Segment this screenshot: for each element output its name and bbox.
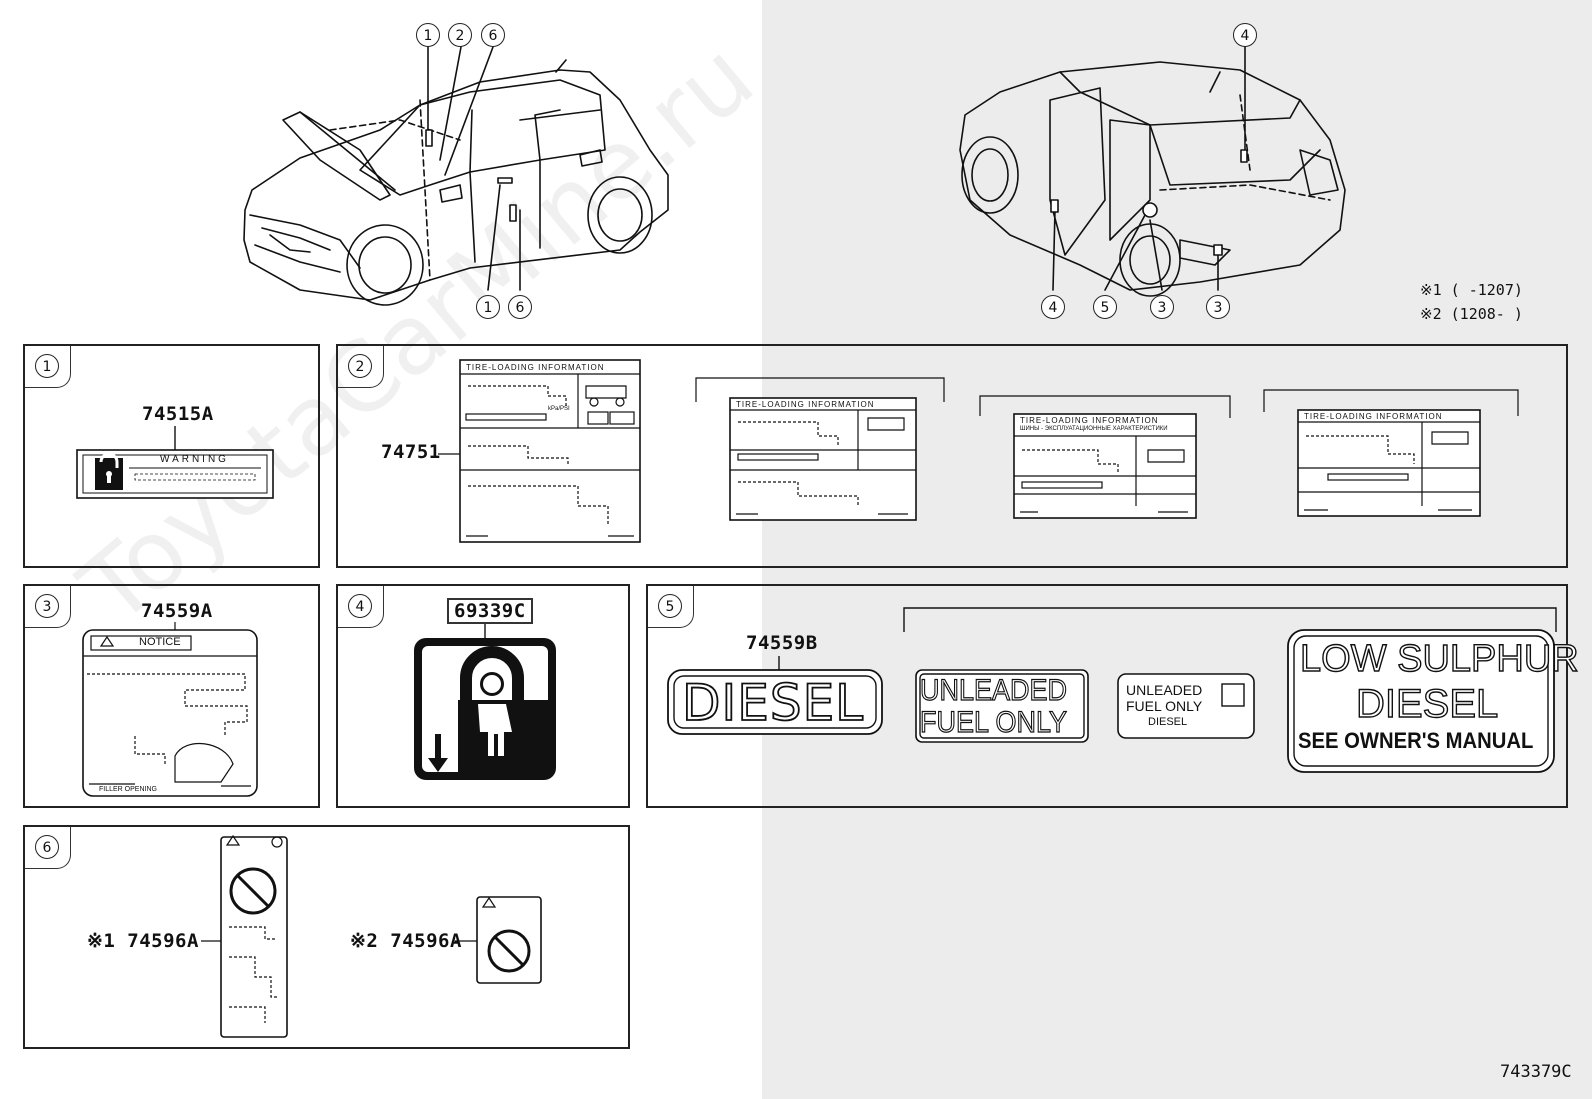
low-sulphur-line1: LOW SULPHUR xyxy=(1299,637,1579,680)
warning-label-drawing xyxy=(76,426,274,499)
fuel-type-labels xyxy=(667,607,1557,773)
background-shade xyxy=(762,0,1592,1099)
callout-front-6: 6 xyxy=(481,23,505,47)
callout-front-1: 1 xyxy=(416,23,440,47)
rear-car-illustration xyxy=(959,46,1346,297)
panel-5: 5 74559B DIESEL UNLEADED FUEL ONLY UNLEA… xyxy=(646,584,1579,808)
callout-rear-3: 3 xyxy=(1150,295,1174,319)
unleaded-label-line2: FUEL ONLY xyxy=(919,705,1068,739)
tire-label-title-2: TIRE-LOADING INFORMATION xyxy=(1020,416,1159,425)
callout-rear-4b: 4 xyxy=(1041,295,1065,319)
panel-3: 3 74559A NOTICE FILLER OPENING xyxy=(23,584,320,808)
callout-rear-4: 4 xyxy=(1233,23,1257,47)
panel-1-number: 1 xyxy=(35,354,59,378)
panel-3-number: 3 xyxy=(35,594,59,618)
airbag-warning-labels xyxy=(201,834,542,1038)
callout-front-2: 2 xyxy=(448,23,472,47)
tire-label-kpa: kPa/PSI xyxy=(548,406,570,412)
part-number-74515A[interactable]: 74515A xyxy=(142,403,214,425)
small-unleaded-line1: UNLEADED xyxy=(1126,682,1203,698)
note-1: ※1 ( -1207) xyxy=(1420,281,1523,299)
diesel-label-text: DIESEL xyxy=(681,673,865,733)
tire-loading-labels xyxy=(438,359,1519,543)
panel-2: 2 74751 xyxy=(336,344,1568,568)
panel-6-number: 6 xyxy=(35,835,59,859)
panel-6: 6 ※1 74596A ※2 74596A xyxy=(23,825,630,1049)
part-number-74596A-1[interactable]: ※1 74596A xyxy=(87,930,199,952)
fuel-notice-label-drawing xyxy=(82,622,258,797)
small-diesel-line3: DIESEL xyxy=(1148,716,1188,728)
panel-2-number: 2 xyxy=(348,354,372,378)
front-car-illustration xyxy=(243,46,669,306)
small-unleaded-line2: FUEL ONLY xyxy=(1126,698,1203,714)
panel-5-number: 5 xyxy=(658,594,682,618)
callout-rear-3b: 3 xyxy=(1206,295,1230,319)
note-2: ※2 (1208- ) xyxy=(1420,305,1523,323)
low-sulphur-line3: SEE OWNER'S MANUAL xyxy=(1298,728,1534,753)
panel-1: 1 74515A WARNING xyxy=(23,344,320,568)
callout-front-1b: 1 xyxy=(476,295,500,319)
part-number-74559A[interactable]: 74559A xyxy=(141,600,213,622)
callout-front-6b: 6 xyxy=(508,295,532,319)
low-sulphur-line2: DIESEL xyxy=(1355,681,1499,726)
tire-label-title-1: TIRE-LOADING INFORMATION xyxy=(736,400,875,409)
tire-label-title-ru: ШИНЫ - ЭКСПЛУАТАЦИОННЫЕ ХАРАКТЕРИСТИКИ xyxy=(1020,426,1168,432)
part-number-74559B[interactable]: 74559B xyxy=(746,632,818,654)
panel-4-number: 4 xyxy=(348,594,372,618)
callout-rear-5: 5 xyxy=(1093,295,1117,319)
filler-opening-text: FILLER OPENING xyxy=(99,786,157,793)
part-number-74596A-2[interactable]: ※2 74596A xyxy=(350,930,462,952)
unleaded-label-line1: UNLEADED xyxy=(919,673,1068,707)
child-lock-label-drawing xyxy=(414,624,556,780)
panel-4: 4 69339C xyxy=(336,584,630,808)
warning-label-text: WARNING xyxy=(160,454,229,465)
diagram-code: 743379C xyxy=(1500,1062,1572,1082)
notice-text: NOTICE xyxy=(139,636,181,648)
part-number-69339C[interactable]: 69339C xyxy=(447,598,533,624)
tire-label-title-main: TIRE-LOADING INFORMATION xyxy=(466,363,605,372)
part-number-74751[interactable]: 74751 xyxy=(381,441,441,463)
tire-label-title-3: TIRE-LOADING INFORMATION xyxy=(1304,412,1443,421)
